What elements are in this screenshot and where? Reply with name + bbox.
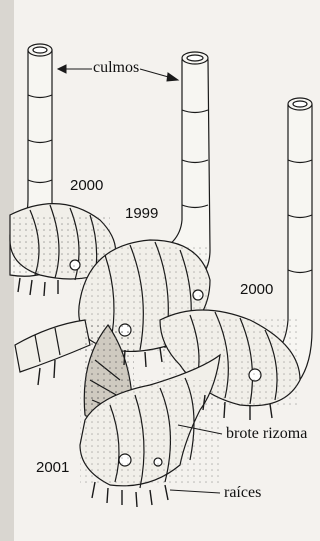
year-label-right-culm: 2000	[240, 282, 273, 297]
brote-rizoma-label: brote rizoma	[226, 426, 307, 442]
year-label-bottom-rhizome: 2001	[36, 460, 69, 475]
raices-label: raíces	[224, 485, 261, 501]
year-label-middle-culm: 1999	[125, 206, 158, 221]
year-label-left-culm: 2000	[70, 178, 103, 193]
culmos-label: culmos	[93, 60, 139, 76]
